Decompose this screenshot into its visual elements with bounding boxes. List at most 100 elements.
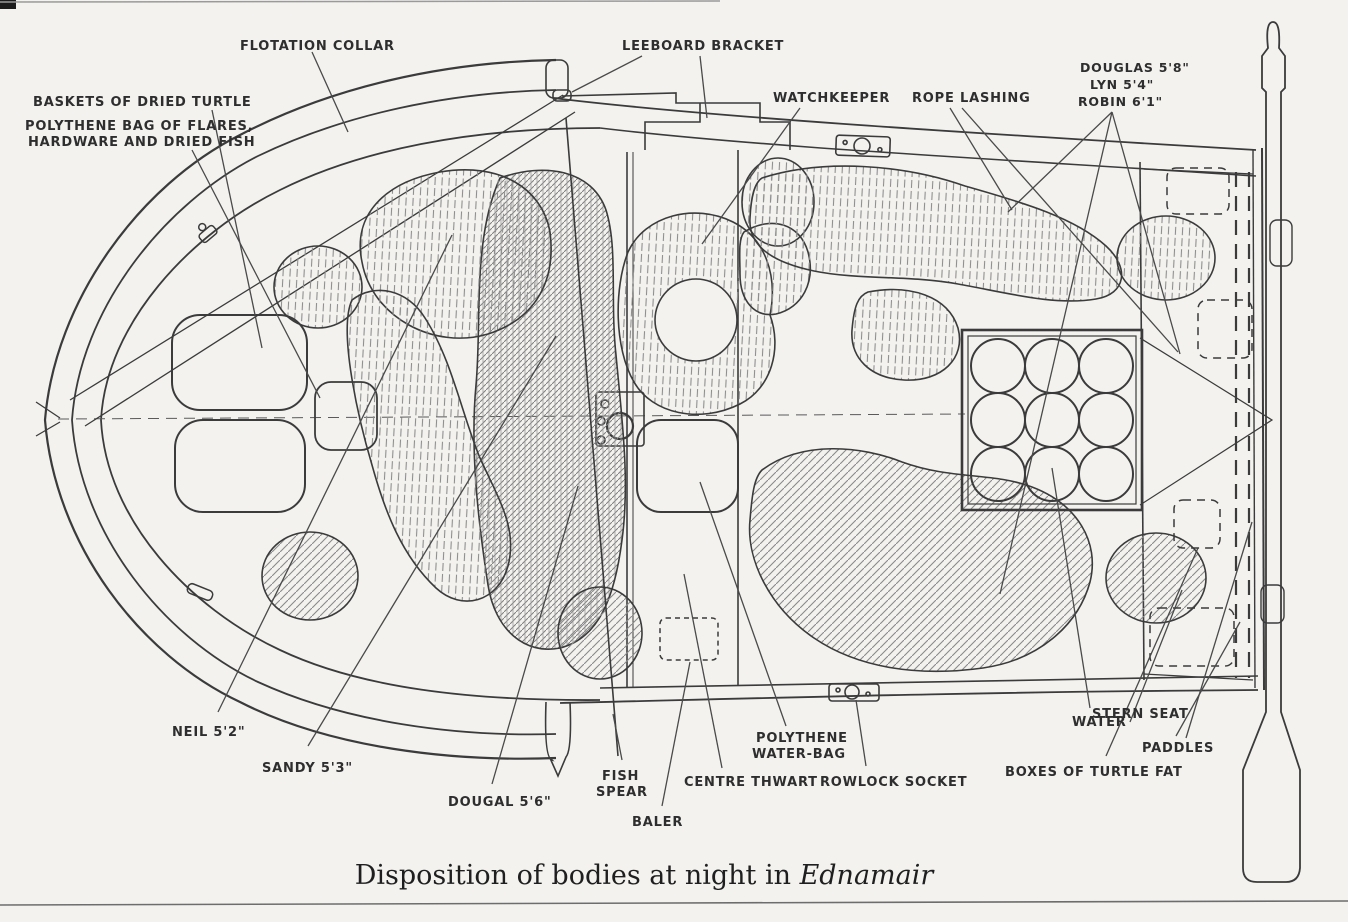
gunwale-bottom-inner [599,675,1259,689]
collar-end-cap-top [545,59,569,99]
stern-seat-top-edge [1143,168,1254,175]
leader-baskets [211,109,263,349]
leader-paddles-1 [1175,621,1241,737]
body-sandy [346,289,512,602]
steering-oar [1242,21,1301,883]
oar-outline [1242,21,1301,883]
leader-rope-lashing-2 [961,107,1179,353]
leader-centre-thwart [683,573,723,769]
gunwale-bottom-outer [559,689,1259,704]
oar-clip-top [1269,219,1293,267]
collar-outer-edge [43,58,557,760]
leader-water [1051,467,1091,709]
stern-seat-bottom-edge [1143,673,1254,681]
collar-end-cap-bottom [544,701,572,779]
leader-boxes-fat [1105,547,1199,757]
leader-rowlock-socket [855,699,867,767]
leader-lines [191,51,1253,807]
turtle-fat-box-2 [1197,299,1253,359]
leader-stern-seat [1129,589,1183,723]
gunwale-top-outer [552,97,1257,151]
hull-inner-bow-edge [100,127,601,701]
leader-fish-spear [612,713,623,761]
label-sandy: SANDY 5'3" [262,761,353,776]
leader-names-robin [1111,111,1181,355]
turtle-fat-box-1 [1166,167,1230,215]
leader-rope-lashing-1 [949,107,1013,211]
leader-leeboard-2 [571,55,643,93]
leader-leeboard-1 [699,55,708,119]
oar-clip-bottom [1260,584,1285,624]
label-polythene-bag-1: POLYTHENE BAG OF FLARES, [25,119,253,134]
leader-flotation-collar [311,51,349,133]
stern-stowage [1149,167,1253,678]
head-robin [1116,215,1216,301]
hull-and-collar [35,58,1274,779]
leader-polythene-bag [191,149,321,399]
leeboard-bracket-shape [552,89,791,150]
leader-water-bag [699,481,787,727]
label-centre-thwart: CENTRE THWART [684,775,818,790]
label-stern-seat: STERN SEAT [1092,707,1189,722]
thwart-gear [565,117,739,757]
label-neil: NEIL 5'2" [172,725,245,740]
body-douglas [749,165,1123,302]
leader-names-douglas [1007,111,1113,213]
head-neil [273,245,363,329]
head-lyn [1105,532,1207,624]
leader-names-lyn [999,111,1113,595]
label-water-bag-1: POLYTHENE [756,731,848,746]
diagram-labels: FLOTATION COLLAR BASKETS OF DRIED TURTLE… [25,39,1214,830]
collar-middle-edge [71,89,557,736]
body-lyn [748,447,1094,673]
caption-text: Disposition of bodies at night in [354,860,800,891]
label-watchkeeper: WATCHKEEPER [773,91,890,106]
transom-inner [1252,149,1256,689]
label-boxes-turtle-fat: BOXES OF TURTLE FAT [1005,765,1183,780]
leader-paddles-2 [1185,521,1253,739]
turtle-fat-box-3 [1173,499,1221,549]
label-leeboard-bracket: LEEBOARD BRACKET [622,39,784,54]
turtle-fat-box-4 [1149,607,1235,667]
polythene-water-bag-shape [636,419,739,513]
figure-caption: Disposition of bodies at night in Ednama… [0,860,1288,891]
label-rope-lashing: ROPE LASHING [912,91,1031,106]
bow-tip-seams [35,401,61,437]
label-douglas: DOUGLAS 5'8" [1080,60,1190,75]
basket-dried-turtle-2 [174,419,306,513]
label-fish-spear-2: SPEAR [596,785,648,800]
leader-baler [661,661,691,807]
caption-vessel-name: Ednamair [799,860,934,891]
leader-watchkeeper [701,107,801,245]
label-paddles: PADDLES [1142,741,1214,756]
transom-outer [1261,147,1265,691]
baler-shape [659,617,719,661]
gunwale-top-inner [599,127,1257,177]
body-douglas-arm [851,288,961,381]
fish-spear-shape [565,117,619,757]
water-tins [960,328,1144,512]
label-dougal: DOUGAL 5'6" [448,795,552,810]
label-baskets: BASKETS OF DRIED TURTLE [33,95,252,110]
rowlock-plate-bottom [828,683,880,702]
label-fish-spear-1: FISH [602,769,639,784]
bow-rowlock-fitting-bottom [186,582,214,602]
basket-dried-turtle-1 [171,314,308,411]
oar-lashing-lines [1139,337,1274,506]
head-sandy [261,531,359,621]
bow-rowlock-fitting-top [197,222,218,244]
rowlock-plate-top [834,134,892,158]
label-lyn: LYN 5'4" [1090,77,1154,92]
label-baler: BALER [632,815,683,830]
head-dougal [557,586,643,680]
leader-neil [217,234,453,713]
label-flotation-collar: FLOTATION COLLAR [240,39,395,54]
label-rowlock-socket: ROWLOCK SOCKET [820,775,967,790]
label-polythene-bag-2: HARDWARE AND DRIED FISH [28,135,255,150]
leader-sandy [307,335,557,747]
label-robin: ROBIN 6'1" [1078,94,1163,109]
label-water-bag-2: WATER-BAG [752,747,846,762]
leader-dougal [491,485,579,785]
